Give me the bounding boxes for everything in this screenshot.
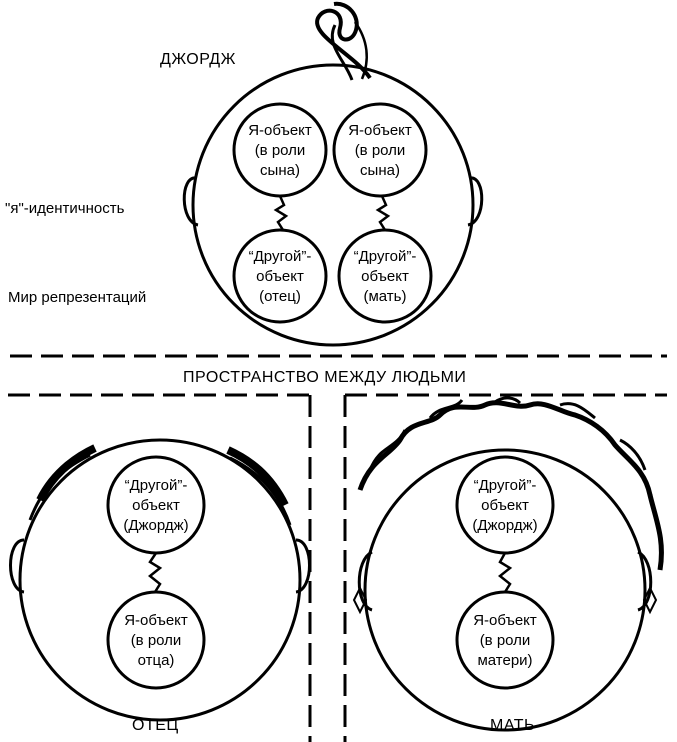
text-line: отца)	[137, 652, 175, 669]
george-label: ДЖОРДЖ	[160, 51, 236, 68]
mother-right-earring	[642, 585, 658, 615]
text-line: “Другой”-	[473, 477, 537, 494]
text-line: “Другой”-	[353, 248, 417, 265]
text-line: сына)	[360, 162, 400, 179]
father-self-text: Я-объект (в роли отца)	[111, 611, 201, 671]
george-head	[182, 1, 484, 347]
text-line: (в роли	[254, 142, 306, 159]
text-line: “Другой”-	[124, 477, 188, 494]
mother-other-text: “Другой”- объект (Джордж)	[460, 476, 550, 536]
father-left-ear	[9, 538, 25, 594]
father-other-text: “Другой”- объект (Джордж)	[111, 476, 201, 536]
text-line: объект	[256, 268, 304, 285]
mother-link	[497, 552, 513, 593]
father-label: ОТЕЦ	[132, 717, 179, 734]
george-link-2	[375, 195, 391, 231]
mother-hair	[357, 400, 664, 571]
george-other-mother-text: “Другой”- объект (мать)	[340, 247, 430, 307]
text-line: объект	[132, 497, 180, 514]
george-hair-curl	[315, 1, 372, 80]
text-line: Я-объект	[248, 122, 312, 139]
space-label: ПРОСТРАНСТВО МЕЖДУ ЛЮДЬМИ	[183, 369, 467, 386]
george-circle-self-son-2	[332, 102, 428, 198]
text-line: (мать)	[363, 288, 407, 305]
mother-right-ear	[637, 550, 653, 612]
text-line: Я-объект	[124, 612, 188, 629]
text-line: (отец)	[259, 288, 301, 305]
world-label: Мир репрезентаций	[8, 289, 147, 306]
father-hair-right	[226, 446, 289, 507]
george-left-ear	[182, 176, 199, 227]
mother-label: МАТЬ	[490, 717, 536, 734]
text-line: “Другой”-	[248, 248, 312, 265]
text-line: (в роли	[354, 142, 406, 159]
text-line: объект	[481, 497, 529, 514]
george-right-ear	[467, 176, 484, 227]
father-head	[9, 438, 311, 722]
mother-left-ear	[357, 550, 373, 612]
father-link	[147, 552, 163, 593]
george-other-father-text: “Другой”- объект (отец)	[235, 247, 325, 307]
text-line: объект	[361, 268, 409, 285]
text-line: (в роли	[130, 632, 182, 649]
text-line: Я-объект	[348, 122, 412, 139]
father-head-outline	[18, 438, 302, 722]
mother-head	[352, 396, 664, 732]
george-self-son-2-text: Я-объект (в роли сына)	[335, 121, 425, 181]
text-line: Я-объект	[473, 612, 537, 629]
george-link-1	[273, 195, 289, 231]
text-line: (Джордж)	[472, 517, 538, 534]
mother-left-earring	[352, 585, 368, 615]
george-self-son-1-text: Я-объект (в роли сына)	[235, 121, 325, 181]
text-line: (Джордж)	[123, 517, 189, 534]
text-line: (в роли	[479, 632, 531, 649]
mother-head-outline	[363, 448, 647, 732]
george-head-outline	[191, 63, 475, 347]
father-right-ear	[295, 538, 311, 594]
mother-self-text: Я-объект (в роли матери)	[460, 611, 550, 671]
text-line: матери)	[477, 652, 533, 669]
text-line: сына)	[260, 162, 300, 179]
identity-label: "я"-идентичность	[5, 200, 125, 217]
george-circle-other-father	[232, 228, 328, 324]
